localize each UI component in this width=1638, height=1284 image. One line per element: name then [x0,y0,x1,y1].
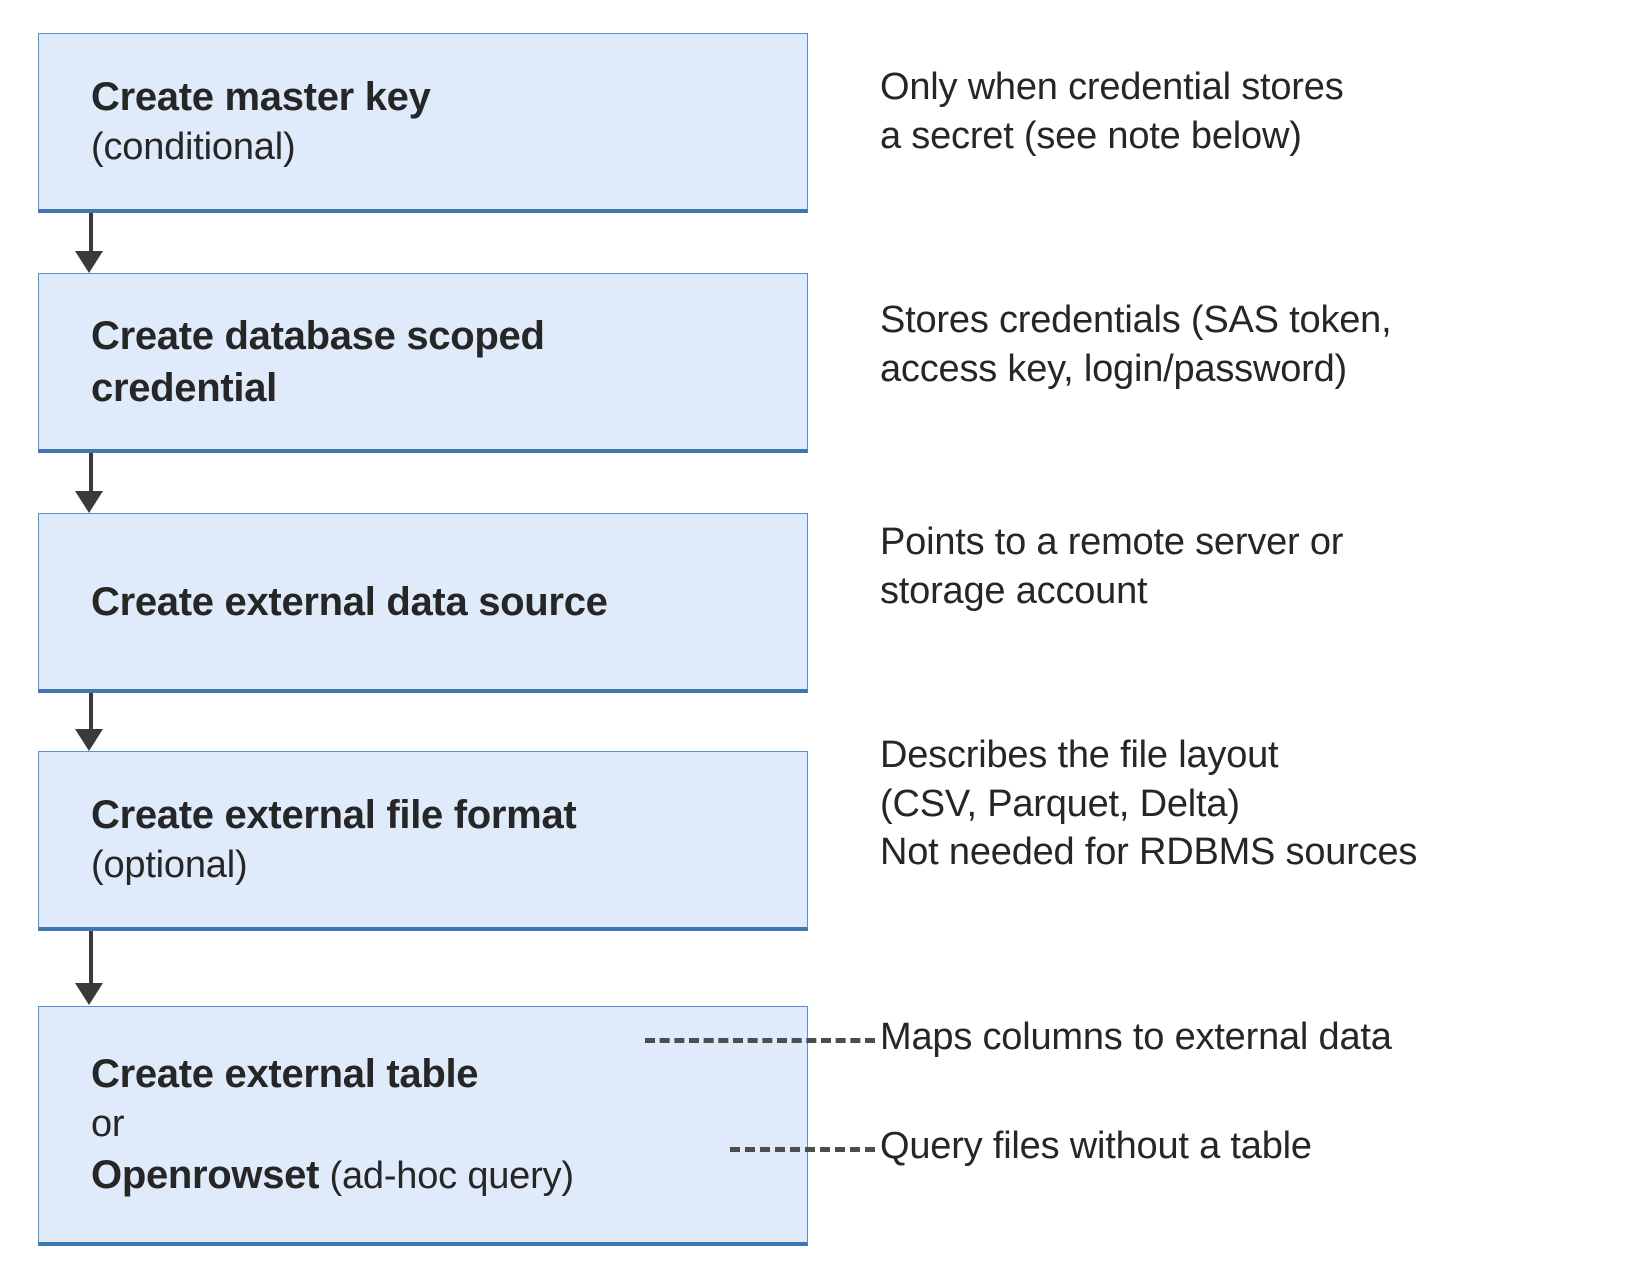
step-title: Create master key [91,74,431,119]
step-subtitle: (optional) [91,843,248,886]
annotation-external-table: Maps columns to external data [880,1013,1392,1062]
annotation-line: Only when credential stores [880,66,1344,108]
annotation-line: a secret (see note below) [880,114,1302,157]
step-subtitle: (conditional) [91,125,296,168]
arrow-shaft [89,453,93,495]
annotation-line: Points to a remote server or [880,521,1344,563]
arrow-shaft [89,693,93,733]
arrow-head [75,729,103,751]
step-box-create-external-data-source: Create external data source [38,513,808,693]
annotation-line: Stores credentials (SAS token, [880,299,1392,341]
annotation-create-master-key: Only when credential stores a secret (se… [880,63,1344,160]
arrow-head [75,491,103,513]
annotation-line: Not needed for RDBMS sources [880,831,1418,874]
arrow-down-icon [75,693,103,753]
annotation-create-external-file-format: Describes the file layout (CSV, Parquet,… [880,731,1417,877]
dashed-leader-openrowset [730,1147,875,1152]
annotation-create-database-scoped-credential: Stores credentials (SAS token, access ke… [880,296,1392,393]
arrow-down-icon [75,213,103,275]
step-box-create-external-table-or-openrowset: Create external table or Openrowset (ad-… [38,1006,808,1246]
annotation-line: Describes the file layout [880,734,1279,776]
annotation-create-external-data-source: Points to a remote server or storage acc… [880,518,1343,615]
arrow-shaft [89,213,93,255]
arrow-head [75,251,103,273]
step-title: Create external table [91,1051,479,1096]
dashed-leader-external-table [645,1038,875,1043]
step-box-create-database-scoped-credential: Create database scoped credential [38,273,808,453]
annotation-line: (CSV, Parquet, Delta) [880,782,1240,825]
step-connector-or: or [91,1102,125,1145]
annotation-line: storage account [880,569,1148,612]
step-title-alt-bold: Openrowset [91,1153,320,1197]
step-box-create-master-key: Create master key (conditional) [38,33,808,213]
step-box-create-external-file-format: Create external file format (optional) [38,751,808,931]
annotation-line: Query files without a table [880,1125,1312,1167]
arrow-head [75,983,103,1005]
step-title-alt: Openrowset (ad-hoc query) [39,1149,807,1201]
step-title-alt-rest: (ad-hoc query) [319,1155,575,1197]
step-title: Create external file format [91,792,577,837]
arrow-shaft [89,931,93,987]
annotation-line: Maps columns to external data [880,1016,1392,1058]
step-title-continued: credential [91,365,277,410]
step-title: Create external data source [91,579,608,624]
arrow-down-icon [75,453,103,515]
annotation-line: access key, login/password) [880,347,1347,390]
step-title: Create database scoped [91,313,545,358]
arrow-down-icon [75,931,103,1009]
annotation-openrowset: Query files without a table [880,1122,1312,1171]
